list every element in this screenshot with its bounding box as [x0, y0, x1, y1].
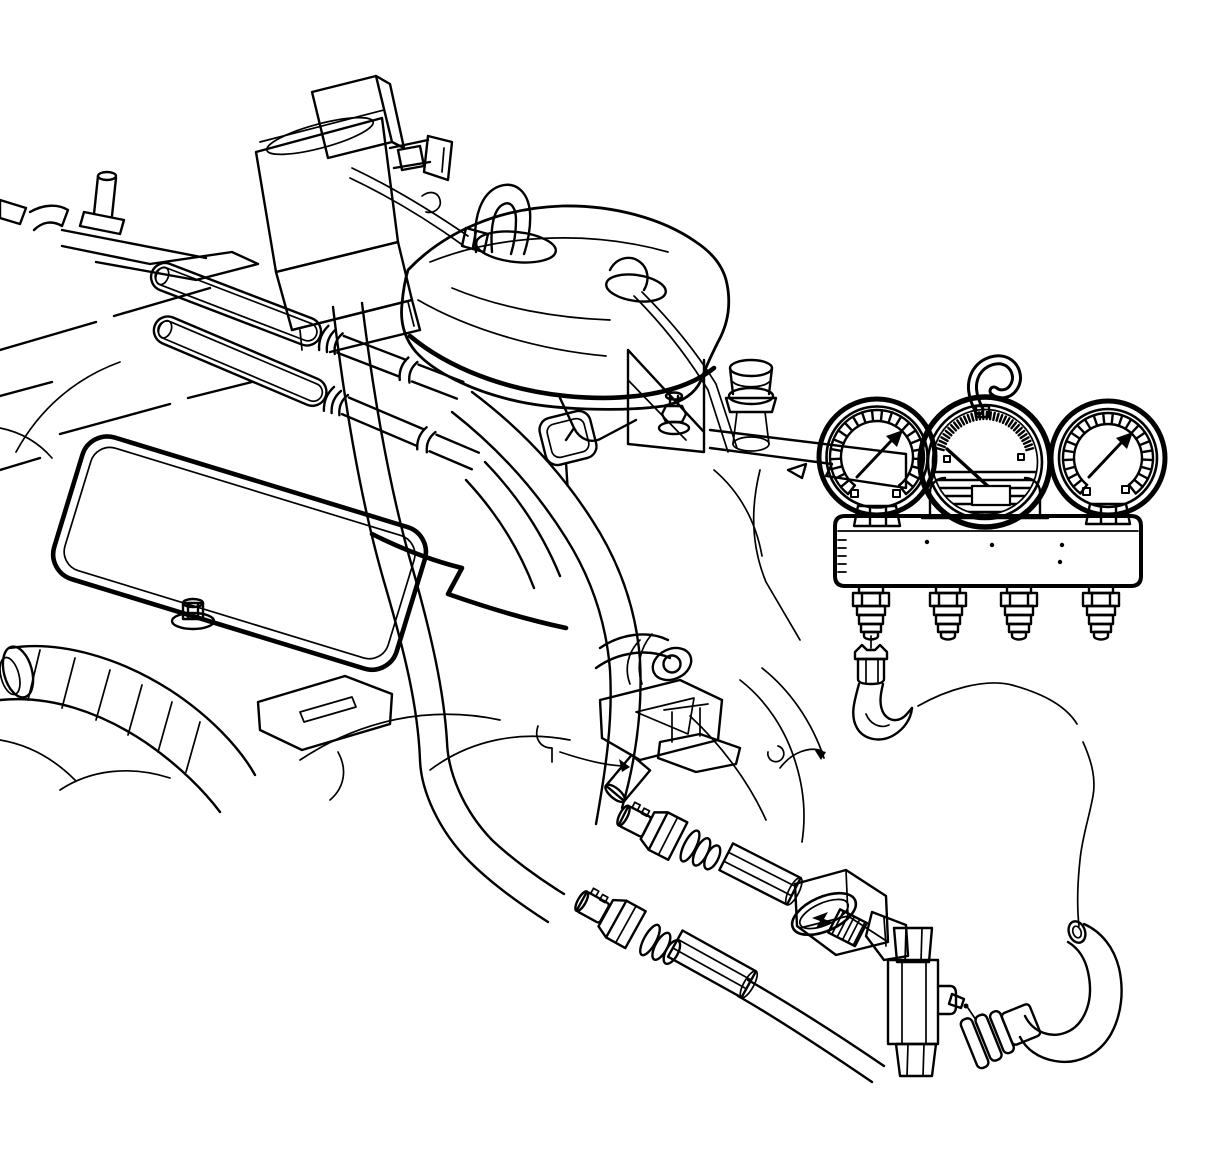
manifold-block: Manifold block with four hose fittings: [833, 514, 1143, 588]
body-seam-lines: [0, 286, 254, 472]
dipstick-and-clip: Fluid level indicator and clip: [0, 170, 260, 282]
engine-components: Engine front accessory components: [299, 531, 826, 843]
engine-cover: Engine appearance cover: [50, 434, 429, 673]
service-hose: Service hose fitting below manifold: [852, 635, 914, 741]
tank-feed-hose: Overflow hose arched into tank opening: [349, 167, 532, 256]
insulated-hoses: Insulated heater hoses with ferrule fitt…: [149, 261, 642, 826]
hose-clip: Hose retaining clip: [538, 409, 598, 487]
shutoff-valve: In-line shutoff valve with lever: [790, 868, 910, 962]
engine-bay: Engine compartment (partial view) Fluid …: [0, 74, 908, 924]
long-hose: Hose routed down the front of the engine: [331, 301, 566, 924]
manifold-gauge-set: A/C manifold gauge set Hanger hook Manif…: [816, 354, 1168, 641]
module-assembly: Module on mounting bracket: [254, 74, 454, 354]
pressure-cap: Coolant pressure cap: [724, 358, 778, 452]
high-side-gauge: High-side pressure gauge: [1048, 398, 1168, 518]
ac-line-lower: A/C refrigerant line with fittings (lowe…: [574, 887, 886, 1084]
ac-line-upper: A/C refrigerant line with fittings (uppe…: [616, 801, 910, 962]
center-gauge: Center gauge with sight window: [917, 394, 1053, 530]
hanger-hook-icon: Hanger hook: [966, 354, 1022, 419]
hose-fittings: [851, 584, 1121, 641]
straight-arrow: [559, 751, 630, 772]
tank-bracket: Tank mounting bracket with bolt: [626, 348, 908, 641]
service-tee: Service port fitting with valve core: [886, 926, 977, 1078]
vent-hose: Vent hose from tank: [608, 256, 738, 453]
coolant-surge-tank: Coolant surge tank with filler openings …: [349, 167, 738, 453]
hose-routing-loop: Charging hose routing loop: [917, 682, 1095, 927]
intake-duct: Corrugated air intake duct: [0, 644, 394, 814]
cover-plug: Cover retaining nut: [170, 597, 216, 631]
curved-arrow: [766, 745, 826, 769]
coupler-and-hose: Quick-connect service coupler Charging h…: [959, 920, 1123, 1070]
charge-hose: Charging hose end: [1018, 920, 1123, 1064]
